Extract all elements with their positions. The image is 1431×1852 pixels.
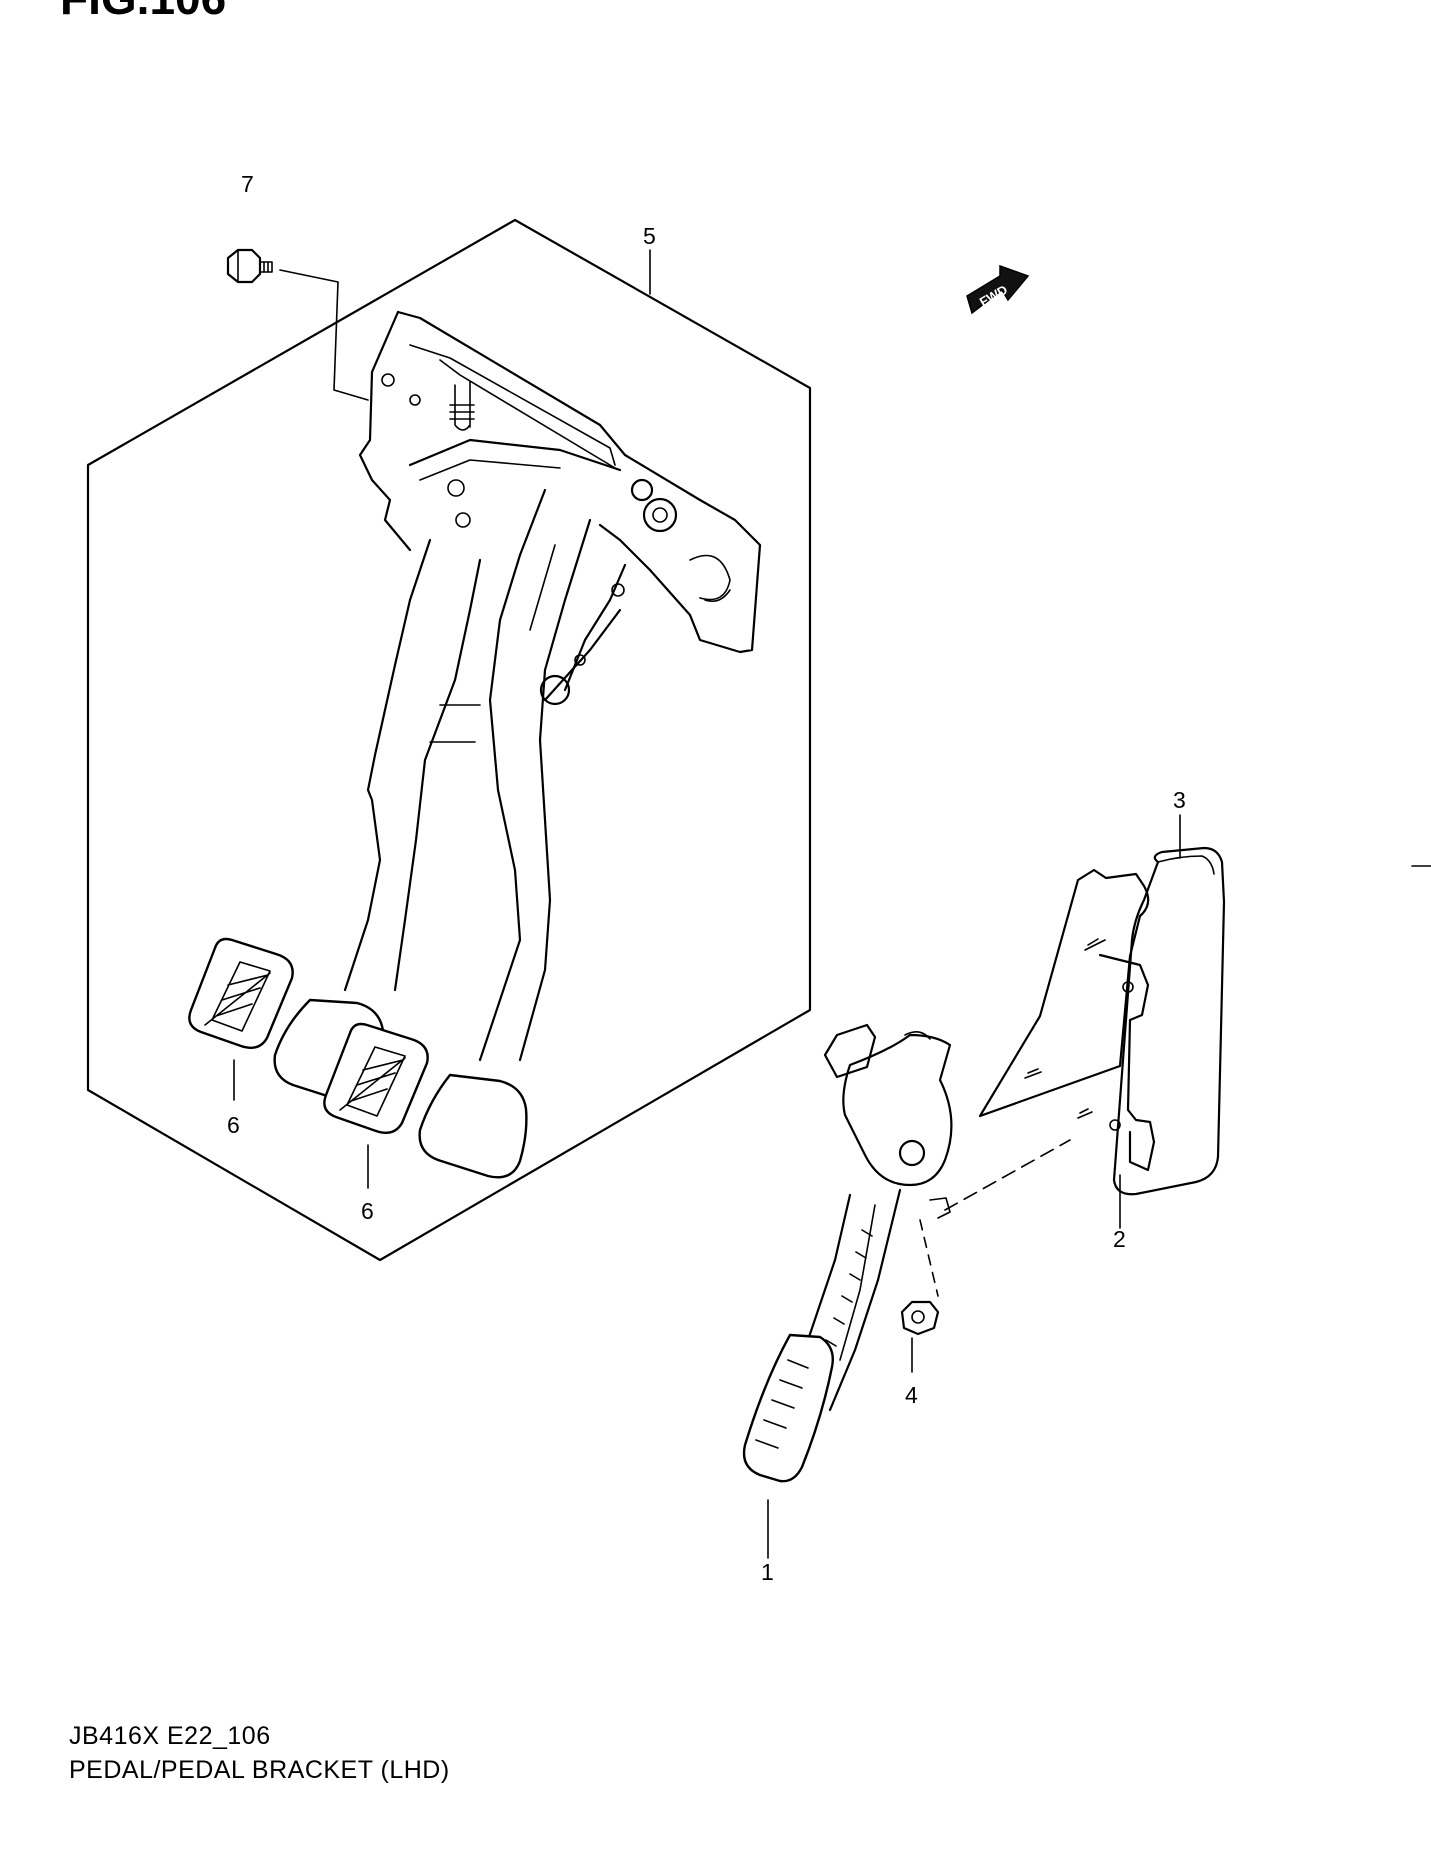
callout-1: 1 (761, 1559, 774, 1585)
accelerator-pedal-part-1 (742, 1023, 953, 1483)
callout-4: 4 (905, 1382, 918, 1408)
callout-3: 3 (1173, 787, 1186, 813)
assembly-line-bracket (944, 1139, 1071, 1211)
assembly-outline (86, 218, 812, 1262)
callout-6-clutch: 6 (227, 1112, 240, 1138)
callout-6-brake: 6 (361, 1198, 374, 1224)
leader-7 (279, 269, 369, 401)
callout-7: 7 (241, 171, 254, 197)
figure-title: FIG.106 (60, 0, 226, 24)
assembly-line-nut (919, 1219, 939, 1297)
pedal-cover-part-3 (1112, 846, 1226, 1196)
nut-part-4 (900, 1300, 940, 1336)
bracket-part-2 (978, 868, 1156, 1172)
callout-5: 5 (643, 223, 656, 249)
callout-2: 2 (1113, 1226, 1126, 1252)
fwd-arrow-icon: FWD (966, 264, 1030, 315)
diagram-code: JB416X E22_106 (69, 1722, 271, 1750)
pedal-bracket-assembly (188, 310, 762, 1179)
bolt-part-7 (226, 248, 273, 284)
diagram-title: PEDAL/PEDAL BRACKET (LHD) (69, 1756, 450, 1784)
